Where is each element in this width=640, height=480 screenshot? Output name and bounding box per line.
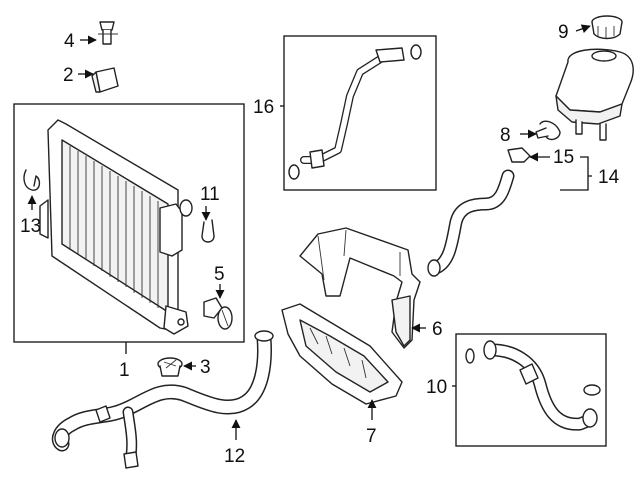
callout-15: 15 bbox=[553, 147, 574, 168]
lower-bracket-icon[interactable] bbox=[281, 303, 403, 405]
radiator-icon[interactable] bbox=[39, 119, 193, 335]
grommet-icon[interactable] bbox=[157, 357, 183, 377]
callout-4: 4 bbox=[64, 31, 75, 52]
callout-1: 1 bbox=[119, 360, 130, 381]
pin-clip-icon[interactable] bbox=[98, 21, 118, 45]
callout-3: 3 bbox=[200, 357, 211, 378]
reservoir-cap-icon[interactable] bbox=[591, 15, 623, 40]
hose-clamp-icon[interactable] bbox=[535, 120, 561, 141]
lower-hose-icon[interactable] bbox=[51, 330, 274, 469]
radiator-group-box bbox=[13, 103, 245, 343]
callout-13: 13 bbox=[20, 216, 41, 237]
callout-8: 8 bbox=[500, 125, 511, 146]
callout-2: 2 bbox=[63, 65, 74, 86]
drain-plug-icon[interactable] bbox=[203, 297, 233, 330]
hose-connector-icon[interactable] bbox=[507, 147, 531, 163]
callout-6: 6 bbox=[432, 319, 443, 340]
coolant-pipe-icon[interactable] bbox=[288, 44, 422, 180]
callout-12: 12 bbox=[224, 446, 245, 467]
hose-with-seals-icon[interactable] bbox=[465, 340, 601, 431]
coolant-reservoir-icon[interactable] bbox=[555, 48, 634, 141]
callout-14: 14 bbox=[598, 167, 620, 188]
coolant-pipe-box bbox=[283, 35, 437, 191]
clip-nut-icon[interactable] bbox=[91, 67, 119, 93]
callout-11: 11 bbox=[200, 184, 220, 205]
callout-labels: 1 2 3 4 5 6 7 8 9 10 11 12 13 14 15 16 bbox=[20, 22, 620, 467]
callout-9: 9 bbox=[558, 22, 569, 43]
shroud-panel-icon[interactable] bbox=[299, 227, 421, 349]
callout-16: 16 bbox=[253, 97, 274, 118]
callout-7: 7 bbox=[366, 426, 377, 447]
leader-lines bbox=[27, 24, 592, 440]
callout-10: 10 bbox=[426, 377, 447, 398]
hose-with-seals-box bbox=[455, 333, 607, 447]
overflow-hose-assembly-icon[interactable] bbox=[427, 169, 515, 277]
spring-clip-icon[interactable] bbox=[23, 169, 41, 191]
callout-5: 5 bbox=[214, 264, 225, 285]
retaining-clip-icon[interactable] bbox=[201, 219, 215, 243]
